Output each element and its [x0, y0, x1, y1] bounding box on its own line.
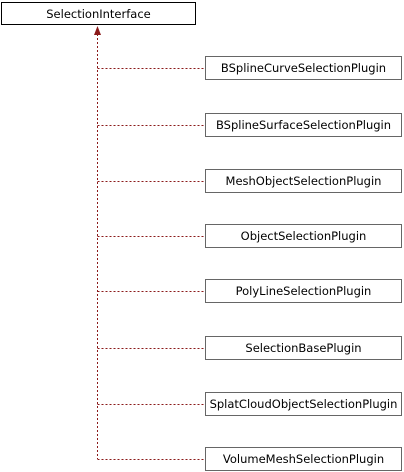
derived-class-label: MeshObjectSelectionPlugin: [225, 174, 382, 188]
derived-class-box-splatcloudobject[interactable]: SplatCloudObjectSelectionPlugin: [205, 392, 402, 416]
derived-class-box-volumemesh[interactable]: VolumeMeshSelectionPlugin: [205, 447, 402, 471]
derived-class-box-polyline[interactable]: PolyLineSelectionPlugin: [205, 279, 402, 303]
base-class-box[interactable]: SelectionInterface: [1, 2, 196, 25]
derived-class-label: PolyLineSelectionPlugin: [235, 284, 372, 298]
derived-class-label: VolumeMeshSelectionPlugin: [222, 452, 385, 466]
base-class-label: SelectionInterface: [46, 6, 151, 21]
derived-class-label: BSplineSurfaceSelectionPlugin: [215, 118, 392, 132]
derived-class-box-bsplinecurve[interactable]: BSplineCurveSelectionPlugin: [205, 56, 402, 80]
derived-class-box-bsplinesurface[interactable]: BSplineSurfaceSelectionPlugin: [205, 113, 402, 137]
derived-class-box-meshobject[interactable]: MeshObjectSelectionPlugin: [205, 169, 402, 193]
inheritance-arrowhead: [94, 26, 101, 35]
derived-class-label: SelectionBasePlugin: [245, 341, 362, 355]
derived-class-box-selectionbase[interactable]: SelectionBasePlugin: [205, 336, 402, 360]
derived-class-label: ObjectSelectionPlugin: [240, 229, 367, 243]
derived-class-box-object[interactable]: ObjectSelectionPlugin: [205, 224, 402, 248]
derived-class-label: BSplineCurveSelectionPlugin: [220, 61, 387, 75]
derived-class-label: SplatCloudObjectSelectionPlugin: [209, 397, 398, 411]
